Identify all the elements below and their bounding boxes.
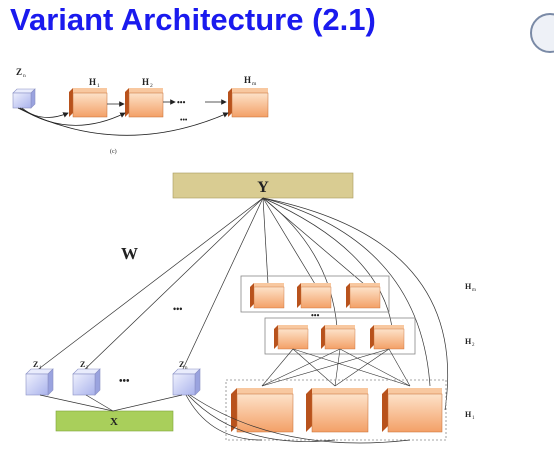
y-connections (35, 197, 449, 411)
z-cube-1 (25, 368, 54, 396)
layer-h2-sub: 2 (472, 343, 475, 348)
z-cube-2 (72, 368, 101, 396)
top-caption: (c) (110, 148, 117, 155)
top-z-label: Z (16, 67, 22, 77)
layer-hm-label: H (465, 282, 472, 291)
top-diagram: Z n H 1 H 2 H m ••• ••• (12, 67, 269, 155)
top-h2-label: H (142, 77, 149, 87)
top-dots-arrow: ••• (177, 98, 186, 107)
w-label: W (121, 244, 138, 263)
zn-label: Z (179, 360, 184, 369)
z2-sub: 2 (86, 366, 89, 371)
top-z-cube (12, 88, 36, 109)
z2-label: Z (80, 360, 85, 369)
layer-hm-sub: m (472, 288, 476, 293)
x-z-connections (39, 394, 183, 412)
z1-sub: 1 (39, 366, 42, 371)
top-z-sub: n (23, 73, 26, 79)
hm-h2-ellipsis: ••• (311, 311, 320, 320)
layer-h1-label: H (465, 410, 472, 419)
y-output-label: Y (257, 179, 269, 196)
top-dots-below: ••• (180, 116, 188, 124)
main-diagram: Y W ••• (25, 172, 476, 444)
x-input-label: X (110, 416, 118, 428)
layer-h2-label: H (465, 337, 472, 346)
top-h-block-1 (69, 88, 108, 118)
layer-h2-box (264, 317, 416, 355)
z-cube-n (172, 368, 201, 396)
top-hm-label: H (244, 75, 251, 85)
layer-hm-box (240, 275, 390, 313)
top-h2-sub: 2 (150, 83, 153, 89)
z1-label: Z (33, 360, 38, 369)
slide-title: Variant Architecture (2.1) (10, 2, 376, 37)
h2-h1-connections (261, 348, 411, 387)
zn-sub: n (185, 366, 188, 371)
h1-blocks (231, 388, 443, 433)
top-h1-sub: 1 (97, 83, 100, 89)
zn-h1-connections (185, 394, 411, 444)
top-h1-label: H (89, 77, 96, 87)
h2-blocks (274, 325, 405, 350)
layer-h1-box (225, 379, 447, 441)
hm-blocks (250, 283, 381, 309)
w-ellipsis: ••• (173, 304, 182, 314)
top-hm-sub: m (252, 81, 257, 87)
top-h-block-m (228, 88, 269, 118)
y-output-box (172, 172, 354, 199)
layer-h1-sub: 1 (472, 416, 475, 421)
top-h-block-2 (125, 88, 164, 118)
z-ellipsis: ••• (119, 376, 130, 387)
